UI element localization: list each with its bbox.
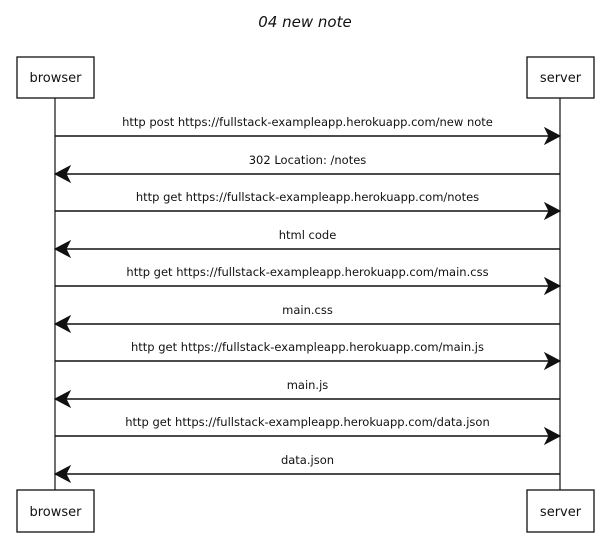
message-3: http get https://fullstack-exampleapp.he…: [55, 190, 562, 221]
message-2: 302 Location: /notes: [53, 153, 560, 184]
actor-browser-top: browser: [16, 56, 95, 99]
message-5-arrowhead: [543, 276, 562, 296]
message-7-label: http get https://fullstack-exampleapp.he…: [131, 340, 484, 354]
actor-server-top-label: server: [540, 71, 582, 86]
message-6-label: main.css: [282, 303, 333, 317]
message-1: http post https://fullstack-exampleapp.h…: [55, 115, 562, 146]
message-10: data.json: [53, 453, 560, 484]
message-4: html code: [53, 228, 560, 259]
messages-group: http post https://fullstack-exampleapp.h…: [53, 115, 562, 484]
message-8-arrowhead: [53, 389, 72, 409]
message-6: main.css: [53, 303, 560, 334]
message-4-arrowhead: [53, 239, 72, 259]
actor-server-bottom-label: server: [540, 505, 582, 520]
message-3-arrowhead: [543, 201, 562, 221]
diagram-title: 04 new note: [258, 13, 351, 31]
message-6-arrowhead: [53, 314, 72, 334]
message-2-arrowhead: [53, 164, 72, 184]
message-4-label: html code: [279, 228, 337, 242]
message-9: http get https://fullstack-exampleapp.he…: [55, 415, 562, 446]
message-10-arrowhead: [53, 464, 72, 484]
message-7: http get https://fullstack-exampleapp.he…: [55, 340, 562, 371]
message-7-arrowhead: [543, 351, 562, 371]
message-8: main.js: [53, 378, 560, 409]
message-5: http get https://fullstack-exampleapp.he…: [55, 265, 562, 296]
message-1-arrowhead: [543, 126, 562, 146]
actor-server-bottom: server: [526, 489, 595, 533]
message-9-label: http get https://fullstack-exampleapp.he…: [125, 415, 490, 429]
actor-server-top: server: [526, 56, 595, 99]
actor-browser-bottom-label: browser: [29, 505, 82, 520]
message-3-label: http get https://fullstack-exampleapp.he…: [136, 190, 479, 204]
message-8-label: main.js: [287, 378, 329, 392]
message-2-label: 302 Location: /notes: [249, 153, 367, 167]
actor-browser-bottom: browser: [16, 489, 95, 533]
message-9-arrowhead: [543, 426, 562, 446]
message-10-label: data.json: [281, 453, 334, 467]
message-5-label: http get https://fullstack-exampleapp.he…: [126, 265, 488, 279]
actor-browser-top-label: browser: [29, 71, 82, 86]
message-1-label: http post https://fullstack-exampleapp.h…: [122, 115, 493, 129]
